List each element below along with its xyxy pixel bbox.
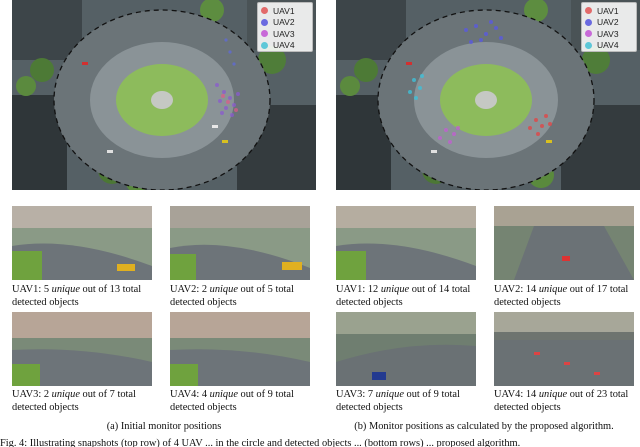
uav4-camera-view-initial bbox=[170, 312, 310, 386]
uav4-marker bbox=[585, 41, 592, 49]
aerial-view-initial: UAV1 UAV2 UAV3 UAV4 bbox=[12, 0, 316, 190]
uav3-marker bbox=[261, 30, 268, 38]
subcaption-proposed: (b) Monitor positions as calculated by t… bbox=[354, 421, 614, 432]
uav3-marker bbox=[585, 30, 592, 38]
legend-item-uav2: UAV2 bbox=[261, 17, 309, 29]
uav4-marker bbox=[261, 41, 268, 49]
caption-uav2-proposed: UAV2: 14 unique out of 17 total detected… bbox=[494, 284, 629, 308]
legend-item-uav2: UAV2 bbox=[585, 17, 633, 29]
legend-label: UAV2 bbox=[597, 17, 619, 28]
legend: UAV1 UAV2 UAV3 UAV4 bbox=[257, 2, 313, 52]
legend-label: UAV4 bbox=[597, 40, 619, 51]
legend-label: UAV2 bbox=[273, 17, 295, 28]
caption-uav3-initial: UAV3: 2 unique out of 7 total detected o… bbox=[12, 389, 136, 413]
caption-uav2-initial: UAV2: 2 unique out of 5 total detected o… bbox=[170, 284, 294, 308]
aerial-view-proposed: UAV1 UAV2 UAV3 UAV4 bbox=[336, 0, 640, 190]
uav1-camera-view-proposed bbox=[336, 206, 476, 280]
legend: UAV1 UAV2 UAV3 UAV4 bbox=[581, 2, 637, 52]
uav2-marker bbox=[585, 18, 592, 26]
legend-item-uav1: UAV1 bbox=[585, 5, 633, 17]
legend-item-uav1: UAV1 bbox=[261, 5, 309, 17]
legend-item-uav3: UAV3 bbox=[585, 28, 633, 40]
uav2-camera-view-proposed bbox=[494, 206, 634, 280]
uav2-marker bbox=[261, 18, 268, 26]
caption-uav4-proposed: UAV4: 14 unique out of 23 total detected… bbox=[494, 389, 629, 413]
uav2-camera-view-initial bbox=[170, 206, 310, 280]
uav1-marker bbox=[261, 7, 268, 15]
legend-label: UAV1 bbox=[597, 5, 619, 16]
legend-item-uav4: UAV4 bbox=[261, 40, 309, 52]
caption-uav1-initial: UAV1: 5 unique out of 13 total detected … bbox=[12, 284, 142, 308]
subcaption-initial: (a) Initial monitor positions bbox=[106, 421, 222, 432]
uav1-camera-view-initial bbox=[12, 206, 152, 280]
uav1-marker bbox=[585, 7, 592, 15]
figure-caption: Fig. 4: Illustrating snapshots (top row)… bbox=[0, 438, 521, 447]
legend-label: UAV1 bbox=[273, 5, 295, 16]
legend-item-uav4: UAV4 bbox=[585, 40, 633, 52]
uav4-camera-view-proposed bbox=[494, 312, 634, 386]
legend-label: UAV3 bbox=[273, 28, 295, 39]
uav3-camera-view-initial bbox=[12, 312, 152, 386]
caption-uav1-proposed: UAV1: 12 unique out of 14 total detected… bbox=[336, 284, 471, 308]
legend-label: UAV4 bbox=[273, 40, 295, 51]
caption-uav4-initial: UAV4: 4 unique out of 9 total detected o… bbox=[170, 389, 294, 413]
caption-uav3-proposed: UAV3: 7 unique out of 9 total detected o… bbox=[336, 389, 460, 413]
legend-item-uav3: UAV3 bbox=[261, 28, 309, 40]
uav3-camera-view-proposed bbox=[336, 312, 476, 386]
legend-label: UAV3 bbox=[597, 28, 619, 39]
